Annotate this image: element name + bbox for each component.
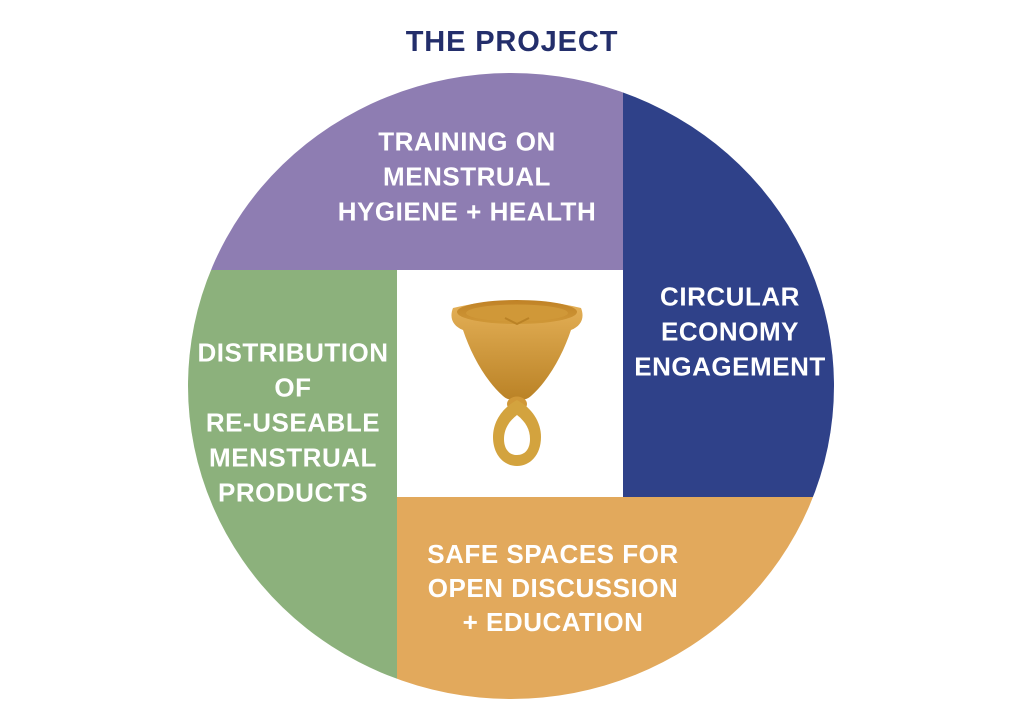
cup-rim-inner bbox=[466, 304, 568, 322]
segment-label-line: HYGIENE + HEALTH bbox=[337, 196, 597, 227]
segment-label-line: + EDUCATION bbox=[462, 607, 644, 637]
segment-label-line: OF bbox=[274, 372, 312, 403]
cup-rim-notch bbox=[504, 317, 530, 325]
segment-label-distribution: DISTRIBUTION OF RE-USEABLE MENSTRUAL PRO… bbox=[197, 336, 388, 511]
segment-label-safe-spaces: SAFE SPACES FOR OPEN DISCUSSION + EDUCAT… bbox=[427, 537, 678, 639]
cup-body bbox=[451, 300, 583, 401]
segment-label-line: RE-USEABLE bbox=[205, 407, 381, 438]
segment-label-line: ECONOMY bbox=[661, 316, 799, 347]
segment-label-line: OPEN DISCUSSION bbox=[427, 573, 679, 603]
segment-label-line: MENSTRUAL bbox=[209, 442, 377, 473]
segment-label-line: CIRCULAR bbox=[660, 281, 800, 312]
cup-loop-hole bbox=[504, 415, 530, 455]
menstrual-cup-illustration bbox=[451, 300, 583, 466]
segment-label-line: TRAINING ON bbox=[378, 126, 556, 157]
page-title: THE PROJECT bbox=[405, 26, 619, 58]
segment-label-training: TRAINING ON MENSTRUAL HYGIENE + HEALTH bbox=[338, 125, 596, 230]
segment-label-line: MENSTRUAL bbox=[383, 161, 551, 192]
segment-label-line: PRODUCTS bbox=[217, 477, 369, 508]
segment-label-line: ENGAGEMENT bbox=[634, 351, 826, 382]
segment-circular-economy-right bbox=[623, 73, 834, 497]
segment-label-circular-economy: CIRCULAR ECONOMY ENGAGEMENT bbox=[634, 280, 826, 385]
segment-label-line: DISTRIBUTION bbox=[197, 337, 389, 368]
segment-label-line: SAFE SPACES FOR bbox=[427, 539, 679, 569]
